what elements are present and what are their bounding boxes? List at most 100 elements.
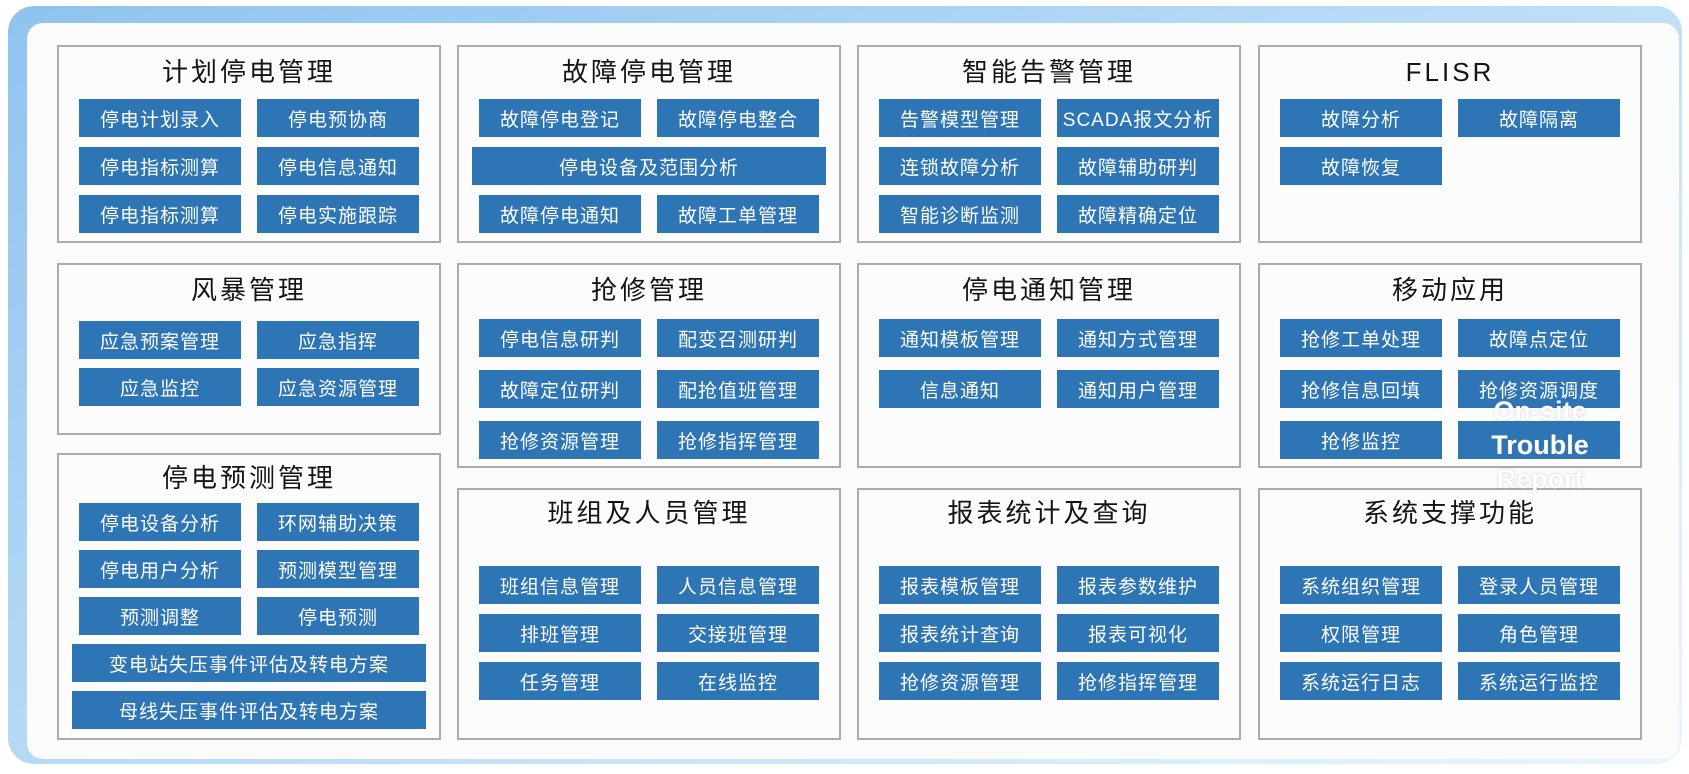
module-button[interactable]: 故障分析	[1280, 99, 1442, 137]
module-button[interactable]: 系统组织管理	[1280, 566, 1442, 604]
panel-flisr: FLISR 故障分析故障隔离故障恢复	[1258, 45, 1642, 243]
button-grid: 报表模板管理报表参数维护报表统计查询报表可视化抢修资源管理抢修指挥管理	[859, 566, 1239, 700]
module-button[interactable]: 环网辅助决策	[257, 503, 419, 541]
module-button[interactable]: 任务管理	[479, 662, 641, 700]
module-button[interactable]: 故障工单管理	[657, 195, 819, 233]
module-button[interactable]: 抢修资源管理	[879, 662, 1041, 700]
module-button[interactable]: 系统运行日志	[1280, 662, 1442, 700]
button-row: 系统运行日志系统运行监控	[1280, 662, 1620, 700]
module-button[interactable]: 停电指标测算	[79, 147, 241, 185]
panel-title: 停电预测管理	[161, 463, 336, 493]
module-button[interactable]: 排班管理	[479, 614, 641, 652]
module-button[interactable]: 应急指挥	[257, 321, 419, 359]
module-button[interactable]: 报表可视化	[1057, 614, 1219, 652]
module-button[interactable]: 停电设备及范围分析	[472, 147, 826, 185]
module-button[interactable]: 抢修指挥管理	[657, 421, 819, 459]
module-button[interactable]	[1458, 421, 1620, 459]
module-button[interactable]: 停电信息研判	[479, 319, 641, 357]
module-button[interactable]: 故障停电整合	[657, 99, 819, 137]
module-button[interactable]: 告警模型管理	[879, 99, 1041, 137]
module-button[interactable]: 停电预协商	[257, 99, 419, 137]
button-row: 应急预案管理应急指挥	[79, 321, 419, 359]
module-button[interactable]: 抢修资源调度	[1458, 370, 1620, 408]
module-button[interactable]: 停电计划录入	[79, 99, 241, 137]
module-button[interactable]: 抢修监控	[1280, 421, 1442, 459]
module-button[interactable]: 预测模型管理	[257, 550, 419, 588]
module-button[interactable]: 抢修工单处理	[1280, 319, 1442, 357]
button-row: 排班管理交接班管理	[479, 614, 819, 652]
panel-fault-outage-mgmt: 故障停电管理 故障停电登记故障停电整合停电设备及范围分析故障停电通知故障工单管理	[457, 45, 841, 243]
button-grid: 系统组织管理登录人员管理权限管理角色管理系统运行日志系统运行监控	[1260, 566, 1640, 700]
module-button[interactable]: 智能诊断监测	[879, 195, 1041, 233]
module-button[interactable]: 故障定位研判	[479, 370, 641, 408]
button-row: 停电计划录入停电预协商	[79, 99, 419, 137]
panel-title: 系统支撑功能	[1362, 498, 1537, 528]
module-button[interactable]: 交接班管理	[657, 614, 819, 652]
module-button[interactable]: 连锁故障分析	[879, 147, 1041, 185]
button-row: 报表模板管理报表参数维护	[879, 566, 1219, 604]
button-grid: 停电信息研判配变召测研判故障定位研判配抢值班管理抢修资源管理抢修指挥管理	[459, 319, 839, 459]
panel-planned-outage-mgmt: 计划停电管理 停电计划录入停电预协商停电指标测算停电信息通知停电指标测算停电实施…	[57, 45, 441, 243]
button-row: 故障定位研判配抢值班管理	[479, 370, 819, 408]
module-button[interactable]: 配抢值班管理	[657, 370, 819, 408]
button-row: 母线失压事件评估及转电方案	[72, 691, 426, 729]
module-button[interactable]: 应急资源管理	[257, 368, 419, 406]
module-button[interactable]: 停电用户分析	[79, 550, 241, 588]
button-row: 故障停电通知故障工单管理	[479, 195, 819, 233]
module-button[interactable]: 停电预测	[257, 597, 419, 635]
module-button[interactable]: 停电设备分析	[79, 503, 241, 541]
module-button[interactable]: 停电信息通知	[257, 147, 419, 185]
module-button[interactable]: 权限管理	[1280, 614, 1442, 652]
module-button[interactable]: 登录人员管理	[1458, 566, 1620, 604]
panel-mobile-app: 移动应用 抢修工单处理故障点定位抢修信息回填抢修资源调度抢修监控	[1258, 263, 1642, 468]
panel-title: 移动应用	[1391, 275, 1508, 305]
module-button[interactable]: 报表模板管理	[879, 566, 1041, 604]
module-button[interactable]: 通知方式管理	[1057, 319, 1219, 357]
module-button[interactable]: 人员信息管理	[657, 566, 819, 604]
panel-repair-mgmt: 抢修管理 停电信息研判配变召测研判故障定位研判配抢值班管理抢修资源管理抢修指挥管…	[457, 263, 841, 468]
panel-title: 报表统计及查询	[947, 498, 1151, 528]
module-button[interactable]: SCADA报文分析	[1057, 99, 1219, 137]
module-button[interactable]: 报表统计查询	[879, 614, 1041, 652]
button-row: 停电指标测算停电实施跟踪	[79, 195, 419, 233]
module-button[interactable]: 故障隔离	[1458, 99, 1620, 137]
module-button[interactable]: 抢修资源管理	[479, 421, 641, 459]
button-row: 抢修信息回填抢修资源调度	[1280, 370, 1620, 408]
module-button[interactable]: 故障停电通知	[479, 195, 641, 233]
module-button[interactable]: 应急监控	[79, 368, 241, 406]
module-button[interactable]: 故障恢复	[1280, 147, 1442, 185]
module-button[interactable]: 故障辅助研判	[1057, 147, 1219, 185]
module-button[interactable]: 故障点定位	[1458, 319, 1620, 357]
button-grid: 故障停电登记故障停电整合停电设备及范围分析故障停电通知故障工单管理	[459, 99, 839, 233]
button-row: 故障停电登记故障停电整合	[479, 99, 819, 137]
button-row: 抢修资源管理抢修指挥管理	[879, 662, 1219, 700]
module-button[interactable]: 预测调整	[79, 597, 241, 635]
panel-title: 停电通知管理	[961, 275, 1136, 305]
module-button[interactable]: 配变召测研判	[657, 319, 819, 357]
module-button[interactable]: 角色管理	[1458, 614, 1620, 652]
module-button[interactable]: 班组信息管理	[479, 566, 641, 604]
panel-outage-notice-mgmt: 停电通知管理 通知模板管理通知方式管理信息通知通知用户管理	[857, 263, 1241, 468]
module-button[interactable]: 通知模板管理	[879, 319, 1041, 357]
button-row: 报表统计查询报表可视化	[879, 614, 1219, 652]
button-row: 智能诊断监测故障精确定位	[879, 195, 1219, 233]
button-row: 停电信息研判配变召测研判	[479, 319, 819, 357]
button-row: 抢修监控	[1280, 421, 1620, 459]
module-button[interactable]: 抢修信息回填	[1280, 370, 1442, 408]
module-button[interactable]: 报表参数维护	[1057, 566, 1219, 604]
module-button[interactable]: 停电指标测算	[79, 195, 241, 233]
module-button[interactable]: 抢修指挥管理	[1057, 662, 1219, 700]
module-button[interactable]: 在线监控	[657, 662, 819, 700]
module-button[interactable]: 通知用户管理	[1057, 370, 1219, 408]
button-grid: 停电计划录入停电预协商停电指标测算停电信息通知停电指标测算停电实施跟踪	[59, 99, 439, 233]
module-button[interactable]: 母线失压事件评估及转电方案	[72, 691, 426, 729]
module-button[interactable]: 变电站失压事件评估及转电方案	[72, 644, 426, 682]
module-button[interactable]: 停电实施跟踪	[257, 195, 419, 233]
panel-title: 抢修管理	[590, 275, 707, 305]
module-button[interactable]: 故障停电登记	[479, 99, 641, 137]
module-button[interactable]: 信息通知	[879, 370, 1041, 408]
module-button[interactable]: 应急预案管理	[79, 321, 241, 359]
module-button[interactable]: 故障精确定位	[1057, 195, 1219, 233]
button-row: 故障恢复	[1280, 147, 1620, 185]
module-button[interactable]: 系统运行监控	[1458, 662, 1620, 700]
